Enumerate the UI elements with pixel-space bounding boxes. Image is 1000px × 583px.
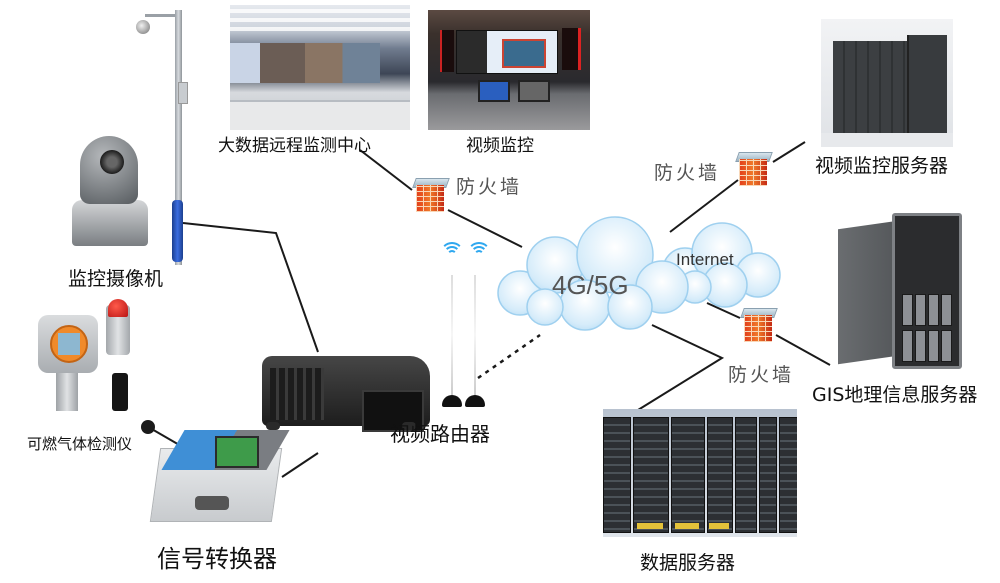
link-firewall-to-cloud — [447, 209, 523, 248]
cloud-internet-label: Internet — [676, 250, 734, 269]
pole-arm — [145, 14, 177, 17]
ptz-camera-icon — [72, 136, 150, 248]
link-firewall-to-gis-server — [775, 334, 831, 366]
camera-pole — [175, 10, 182, 265]
video-monitor-photo — [428, 10, 590, 130]
video-monitor-label: 视频监控 — [466, 136, 534, 156]
connection-dot — [141, 420, 155, 434]
gas-detector-icon — [30, 299, 135, 415]
cloud-network: 4G/5G Internet — [490, 215, 795, 335]
link-cloud-to-firewall-top-right — [669, 179, 739, 233]
antenna-icon — [474, 275, 476, 395]
big-data-center-photo — [230, 5, 410, 130]
signal-converter-label: 信号转换器 — [157, 545, 277, 573]
antenna-base — [465, 395, 485, 407]
camera-label: 监控摄像机 — [68, 268, 164, 290]
gis-server-icon — [838, 211, 962, 369]
link-firewall-to-video-server — [772, 141, 806, 163]
link-converter-to-router — [281, 452, 319, 478]
firewall-icon — [740, 308, 778, 342]
antenna-icon — [451, 275, 453, 395]
big-data-center-label: 大数据远程监测中心 — [218, 136, 371, 156]
antenna-base — [442, 395, 462, 407]
firewall-label: 防火墙 — [728, 364, 795, 386]
wifi-signal-icon — [467, 242, 491, 258]
4g5g-cloud-shape — [497, 216, 689, 331]
video-router-label: 视频路由器 — [390, 422, 490, 446]
link-cloud-to-firewall-bottom-right — [706, 302, 741, 319]
firewall-icon — [412, 178, 450, 212]
video-server-photo — [821, 19, 953, 147]
firewall-label: 防火墙 — [456, 176, 523, 198]
wifi-signal-icon — [440, 242, 464, 258]
pole-junction-box — [178, 82, 188, 104]
gas-detector-label: 可燃气体检测仪 — [27, 435, 133, 453]
firewall-label: 防火墙 — [654, 162, 721, 184]
signal-converter-icon — [149, 428, 290, 526]
video-router-icon — [262, 356, 432, 444]
dome-camera-icon — [136, 20, 150, 34]
pole-base — [172, 200, 183, 262]
link-router-to-cloud-wireless — [477, 333, 541, 380]
firewall-icon — [735, 152, 773, 186]
data-server-photo — [603, 409, 797, 537]
cloud-4g5g-label: 4G/5G — [552, 270, 629, 300]
video-server-label: 视频监控服务器 — [815, 155, 949, 177]
gis-server-label: GIS地理信息服务器 — [812, 384, 978, 406]
link-cloud-to-data-server — [637, 324, 725, 411]
data-server-label: 数据服务器 — [640, 552, 736, 574]
link-camera-to-router — [182, 222, 319, 353]
link-center-to-firewall — [359, 149, 413, 191]
